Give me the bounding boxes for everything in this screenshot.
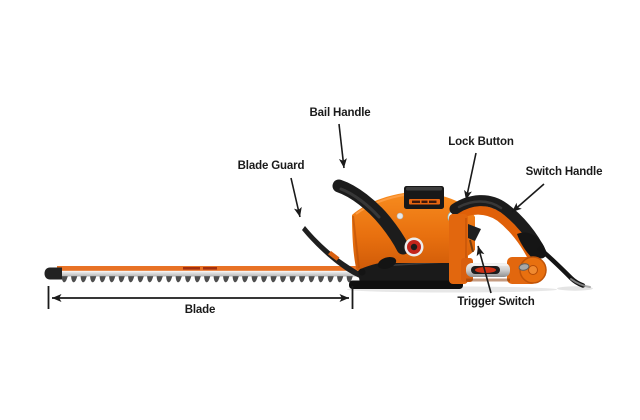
label-blade-guard: Blade Guard	[237, 160, 305, 172]
rear-cap	[517, 232, 546, 259]
trigger-switch-illustration	[468, 224, 481, 241]
label-switch-handle: Switch Handle	[525, 166, 603, 178]
blade-tip-cap	[44, 267, 62, 280]
label-trigger-switch: Trigger Switch	[457, 296, 535, 308]
blade-illustration	[44, 266, 362, 284]
leader-arrows	[290, 123, 545, 294]
rear-button	[518, 263, 530, 271]
leader-trigger-switch	[476, 245, 492, 294]
leader-lock-button	[464, 152, 477, 201]
pivot-hub	[404, 237, 424, 257]
label-blade: Blade	[184, 304, 216, 316]
blade-print	[183, 267, 217, 270]
vent-slot	[377, 257, 397, 269]
bail-handle-illustration	[332, 179, 410, 255]
rear-rail	[461, 256, 547, 284]
pivot-dot	[396, 212, 404, 220]
blade-guard-illustration	[302, 226, 367, 281]
power-cord	[537, 246, 591, 288]
label-lock-button: Lock Button	[448, 136, 514, 148]
rail-indicator	[475, 267, 496, 273]
leader-switch-handle	[511, 183, 545, 213]
label-bail-handle: Bail Handle	[309, 107, 371, 119]
motor-housing-top	[404, 186, 444, 209]
dimension-line-blade	[47, 286, 354, 309]
switch-handle-illustration	[449, 195, 547, 262]
leader-blade-guard	[290, 177, 302, 218]
leader-bail-handle	[338, 123, 347, 169]
